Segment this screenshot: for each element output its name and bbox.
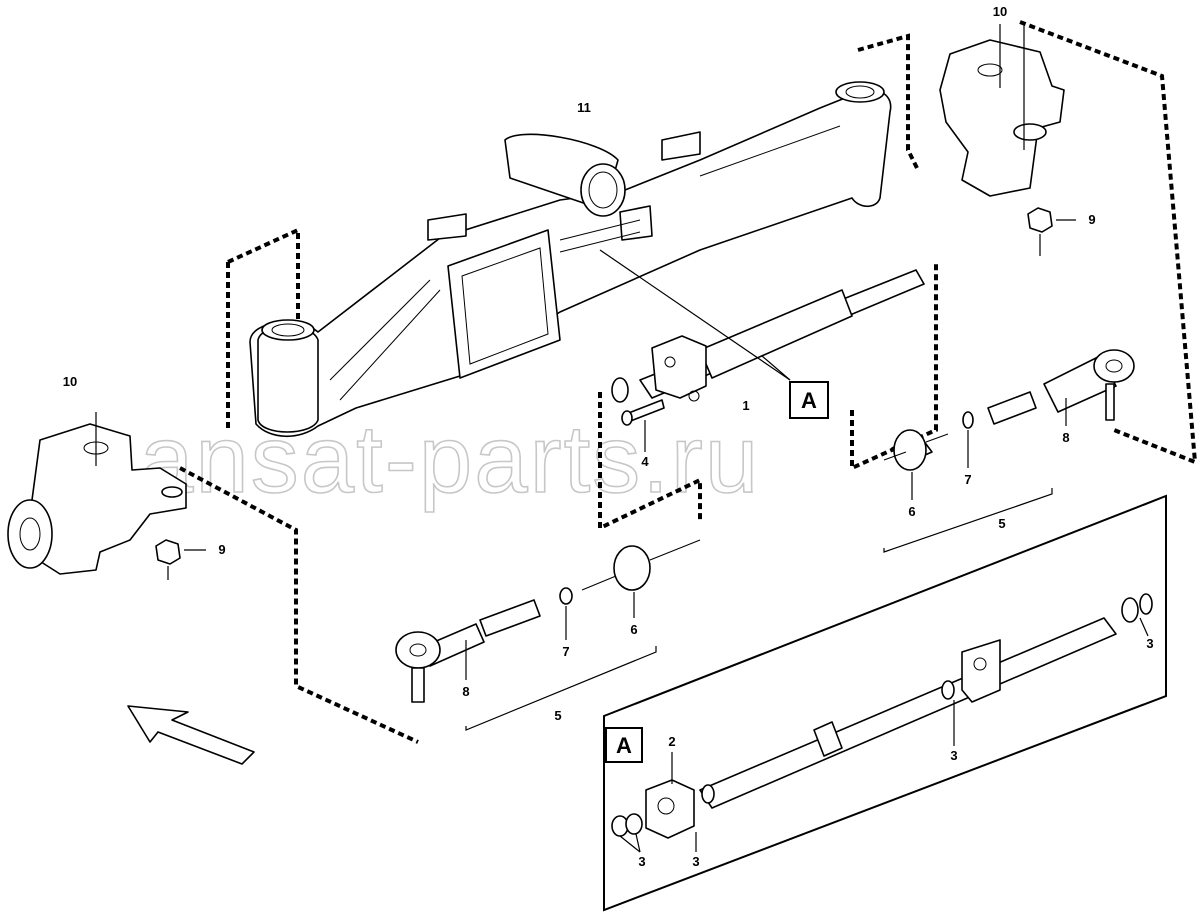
callout-labels: 11 10 10 9 9 1 4 6 7 8 5 6 7 8 5 2 3 3 3…	[63, 4, 1154, 869]
callout-10-left: 10	[63, 374, 77, 389]
detail-a-title-label: A	[605, 727, 643, 763]
callout-7-right: 7	[964, 472, 971, 487]
callout-11: 11	[577, 100, 591, 115]
axle-beam	[249, 81, 892, 437]
callout-8-right: 8	[1062, 430, 1069, 445]
detail-a-reference-label: A	[789, 381, 829, 419]
callout-10-right: 10	[993, 4, 1007, 19]
callout-3-bracket: 3	[692, 854, 699, 869]
callout-3-end: 3	[1146, 636, 1153, 651]
callout-6-right: 6	[908, 504, 915, 519]
callout-7-left: 7	[562, 644, 569, 659]
tie-rod-assembly-left	[395, 539, 701, 731]
steering-knuckle-left	[7, 412, 187, 575]
callout-5-right: 5	[998, 516, 1005, 531]
nut-right	[1027, 207, 1076, 256]
tie-rod-assembly-right	[883, 349, 1135, 553]
callout-8-left: 8	[462, 684, 469, 699]
svg-text:A: A	[616, 733, 632, 758]
nut-left	[155, 539, 206, 580]
svg-text:A: A	[801, 388, 817, 413]
bolt	[621, 399, 665, 452]
callout-1: 1	[742, 398, 749, 413]
direction-arrow-icon	[127, 705, 255, 765]
callout-5-left: 5	[554, 708, 561, 723]
assembly-dashed-lines	[179, 20, 1198, 744]
callout-6-left: 6	[630, 622, 637, 637]
callout-3-rings: 3	[638, 854, 645, 869]
callout-9-left: 9	[218, 542, 225, 557]
detail-a-cylinder	[611, 593, 1153, 853]
callout-9-right: 9	[1088, 212, 1095, 227]
callout-4: 4	[641, 454, 649, 469]
callout-3-mid: 3	[950, 748, 957, 763]
watermark: ansat-parts.ru	[140, 406, 760, 513]
detail-a-frame	[603, 494, 1167, 912]
callout-2: 2	[668, 734, 675, 749]
steering-cylinder	[611, 269, 925, 403]
steering-knuckle-right	[939, 24, 1065, 197]
